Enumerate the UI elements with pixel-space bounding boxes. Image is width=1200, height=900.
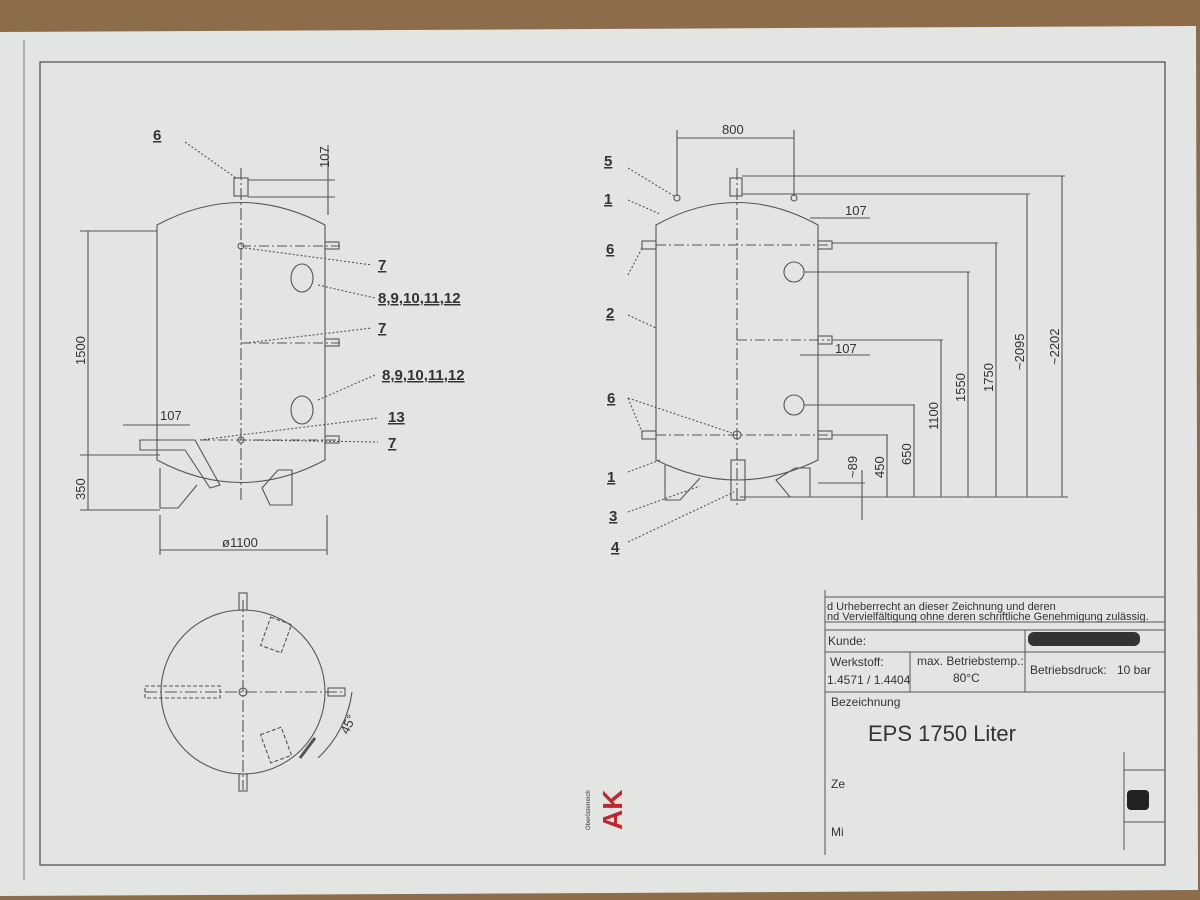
label-7: 7 [378, 257, 386, 274]
label-1: 1 [604, 191, 612, 208]
redacted-mark [1127, 790, 1149, 810]
copyright-line-2: nd Vervielfältigung ohne deren schriftli… [827, 611, 1149, 623]
ak-logo: AK Oberösterreich [586, 790, 628, 830]
front-view-labels: 6 7 8,9,10,11,12 7 8,9,10,11,12 13 7 107… [73, 127, 465, 550]
logo-mark: AK [597, 790, 628, 830]
bezeichnung-value: EPS 1750 Liter [868, 721, 1016, 746]
copyright-line-1: d Urheberrecht an dieser Zeichnung und d… [827, 601, 1056, 613]
kunde-label: Kunde: [828, 634, 866, 648]
front-view [80, 141, 379, 555]
dim-1550: 1550 [953, 373, 968, 402]
label-13: 13 [388, 409, 405, 426]
label-7: 7 [378, 320, 386, 337]
title-block [824, 590, 1166, 855]
label-6: 6 [606, 241, 614, 258]
label-6: 6 [153, 127, 161, 144]
dim-107-top: 107 [317, 146, 332, 168]
druck-value: 10 bar [1117, 663, 1151, 677]
dim-107-side: 107 [160, 408, 182, 423]
bezeichnung-label: Bezeichnung [831, 695, 900, 709]
dim-650: 650 [899, 443, 914, 465]
dim-1750: 1750 [981, 363, 996, 392]
label-2: 2 [606, 305, 614, 322]
label-8-12: 8,9,10,11,12 [378, 290, 461, 307]
dim-1100: 1100 [926, 402, 941, 430]
label-7: 7 [388, 435, 396, 452]
druck-label: Betriebsdruck: [1030, 663, 1107, 677]
label-1: 1 [607, 469, 615, 486]
side-view [627, 130, 1068, 543]
row-mi: Mi [831, 825, 844, 839]
dim-2202: ~2202 [1047, 328, 1062, 365]
werkstoff-label: Werkstoff: [830, 655, 884, 669]
dim-diameter: ø1100 [222, 535, 258, 550]
dim-350: 350 [73, 478, 88, 500]
temp-value: 80°C [953, 671, 980, 685]
paper-sheet [0, 26, 1198, 896]
label-4: 4 [611, 539, 620, 556]
dim-107: 107 [845, 203, 867, 218]
label-5: 5 [604, 153, 612, 170]
label-8-12: 8,9,10,11,12 [382, 367, 465, 384]
werkstoff-value: 1.4571 / 1.4404 [827, 673, 911, 687]
drawing-border [39, 61, 1166, 866]
row-ze: Ze [831, 777, 845, 791]
dim-800: 800 [722, 122, 744, 137]
logo-subtext: Oberösterreich [586, 790, 592, 830]
temp-label: max. Betriebstemp.: [917, 654, 1024, 668]
dim-2095: ~2095 [1012, 333, 1027, 370]
dim-1500: 1500 [73, 336, 88, 365]
label-3: 3 [609, 508, 617, 525]
dim-450: 450 [872, 456, 887, 478]
label-6: 6 [607, 390, 615, 407]
side-view-labels: 5 1 6 2 6 1 3 4 800 107 107 ~89 450 650 … [604, 122, 1062, 556]
dim-89: ~89 [845, 456, 860, 478]
redacted-customer [1028, 632, 1140, 646]
dim-107: 107 [835, 341, 857, 356]
top-view [144, 592, 353, 792]
